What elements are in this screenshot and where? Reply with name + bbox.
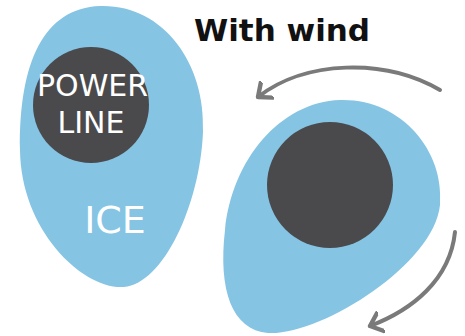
- wind-arrow: [370, 232, 455, 326]
- ice-shape: ICE POWER LINE: [15, 0, 210, 292]
- power-line-circle: [267, 122, 393, 248]
- ice-fill: [20, 6, 203, 287]
- wind-arrow: [258, 68, 440, 97]
- circle-fill: [33, 47, 149, 163]
- heading-label: With wind: [194, 12, 370, 48]
- ice-shape-wind: [223, 100, 440, 333]
- material-label: ICE: [55, 200, 175, 242]
- power-line-circle: POWER LINE: [33, 47, 149, 163]
- part-label: POWER LINE: [37, 68, 145, 141]
